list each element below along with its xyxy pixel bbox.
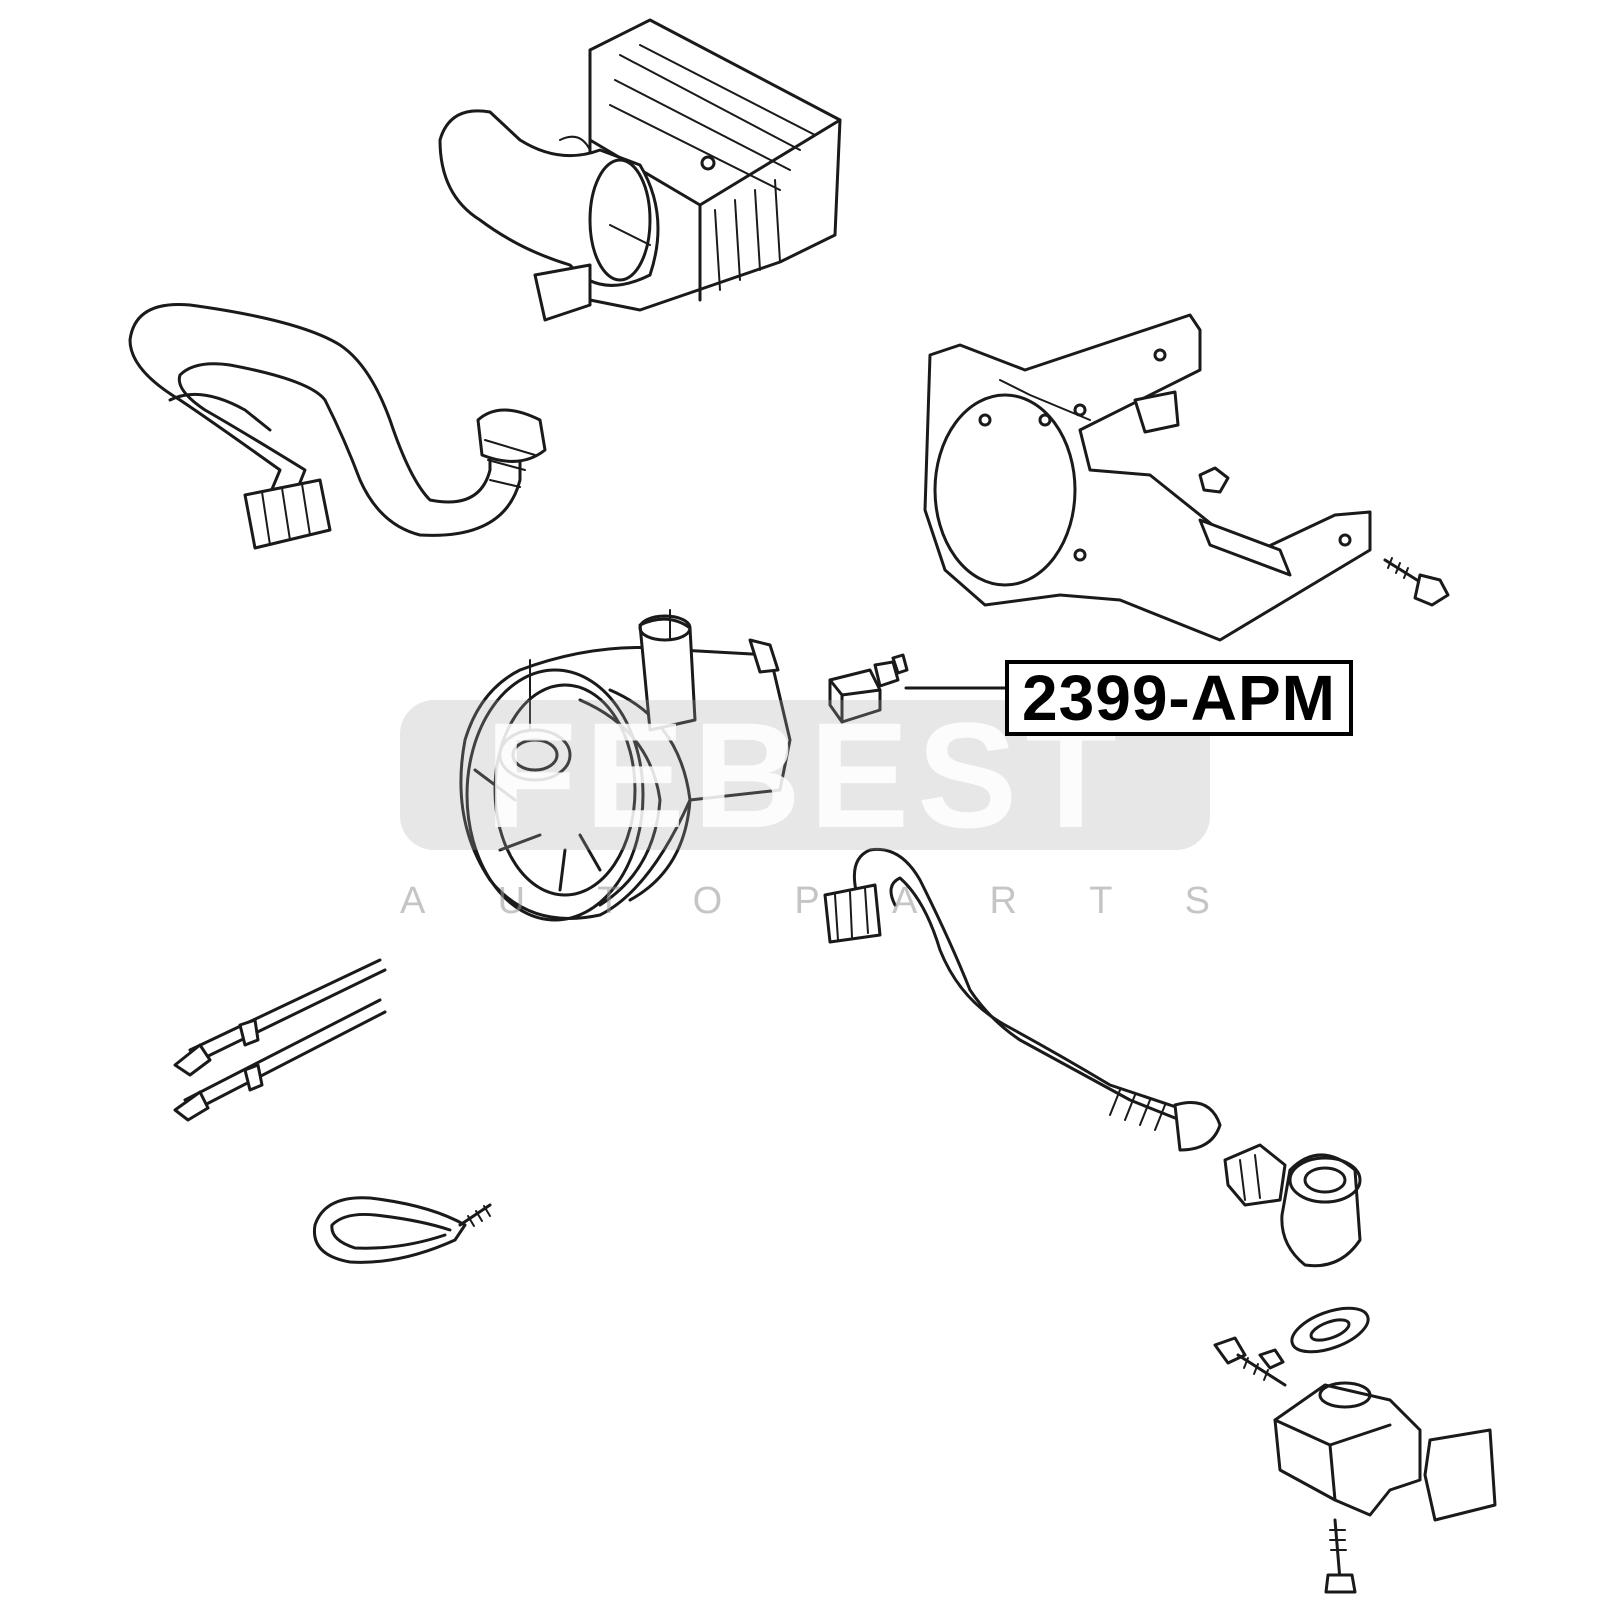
watermark-letter: T xyxy=(1089,880,1113,922)
target-part-sensor xyxy=(828,653,909,724)
part-number-callout: 2399-APM xyxy=(1005,660,1353,736)
watermark-letter: R xyxy=(989,880,1017,922)
air-filter-housing xyxy=(438,18,842,322)
watermark-letter: A xyxy=(891,880,918,922)
valve-block xyxy=(1258,1348,1497,1522)
watermark-letter: U xyxy=(497,880,526,922)
mounting-bracket xyxy=(923,313,1372,642)
bracket-bolt xyxy=(1383,557,1450,607)
valve-bolt-lower xyxy=(1324,1518,1357,1594)
part-number-label: 2399-APM xyxy=(1022,662,1336,734)
watermark-letter: S xyxy=(1184,880,1210,922)
watermark-tagline: A U T O P A R T S xyxy=(400,880,1210,923)
watermark-letter: A xyxy=(400,880,426,922)
secondary-air-pump xyxy=(459,609,792,922)
watermark-letter: O xyxy=(692,880,723,922)
gasket xyxy=(1290,1306,1370,1354)
upper-left-hose xyxy=(128,302,547,550)
lower-hose xyxy=(823,847,1222,1152)
valve-bolt-upper xyxy=(1213,1336,1287,1387)
combination-valve xyxy=(1223,1143,1362,1268)
watermark-logo: FEBEST xyxy=(400,700,1210,850)
cable-tie-studs xyxy=(173,958,387,1122)
watermark-letter: T xyxy=(597,880,621,922)
watermark-letter: P xyxy=(794,880,820,922)
hose-clamp xyxy=(312,1196,492,1264)
